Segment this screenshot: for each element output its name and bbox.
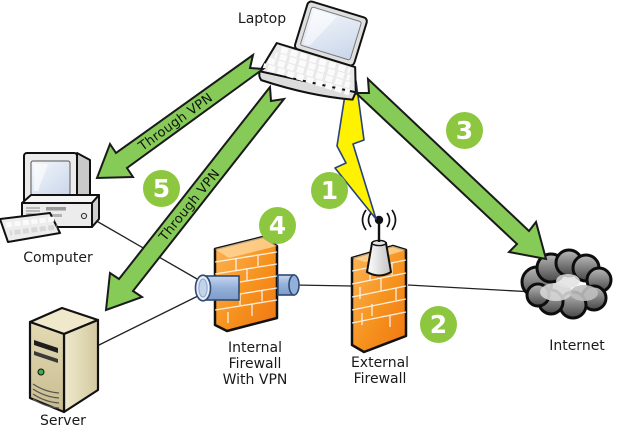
lightning-bolt-icon bbox=[334, 80, 377, 220]
step-badge-5: 5 bbox=[143, 170, 180, 207]
internet-cloud-icon bbox=[520, 248, 613, 320]
step-badge-4: 4 bbox=[259, 207, 296, 244]
step-badge-2: 2 bbox=[420, 306, 457, 343]
arrow-laptop-to-server bbox=[104, 84, 287, 312]
laptop-label: Laptop bbox=[237, 11, 287, 27]
arrow-laptop-to-computer bbox=[95, 52, 266, 180]
internal-firewall-label: Internal Firewall With VPN bbox=[222, 340, 288, 388]
external-firewall-label: External Firewall bbox=[350, 355, 410, 387]
server-icon bbox=[28, 306, 100, 414]
step-badge-3: 3 bbox=[446, 112, 483, 149]
arrow-laptop-to-internet bbox=[353, 76, 548, 261]
server-label: Server bbox=[40, 413, 86, 429]
connector-server-firewall bbox=[96, 291, 207, 347]
computer-label: Computer bbox=[23, 250, 93, 266]
connector-firewall-internet bbox=[407, 284, 535, 293]
step-badge-1: 1 bbox=[311, 172, 348, 209]
vpn-tunnel-icon bbox=[194, 274, 300, 302]
connector-firewall-firewall bbox=[293, 284, 353, 287]
computer-icon bbox=[0, 152, 100, 243]
internet-label: Internet bbox=[549, 338, 605, 354]
wireless-antenna-icon bbox=[361, 209, 397, 277]
